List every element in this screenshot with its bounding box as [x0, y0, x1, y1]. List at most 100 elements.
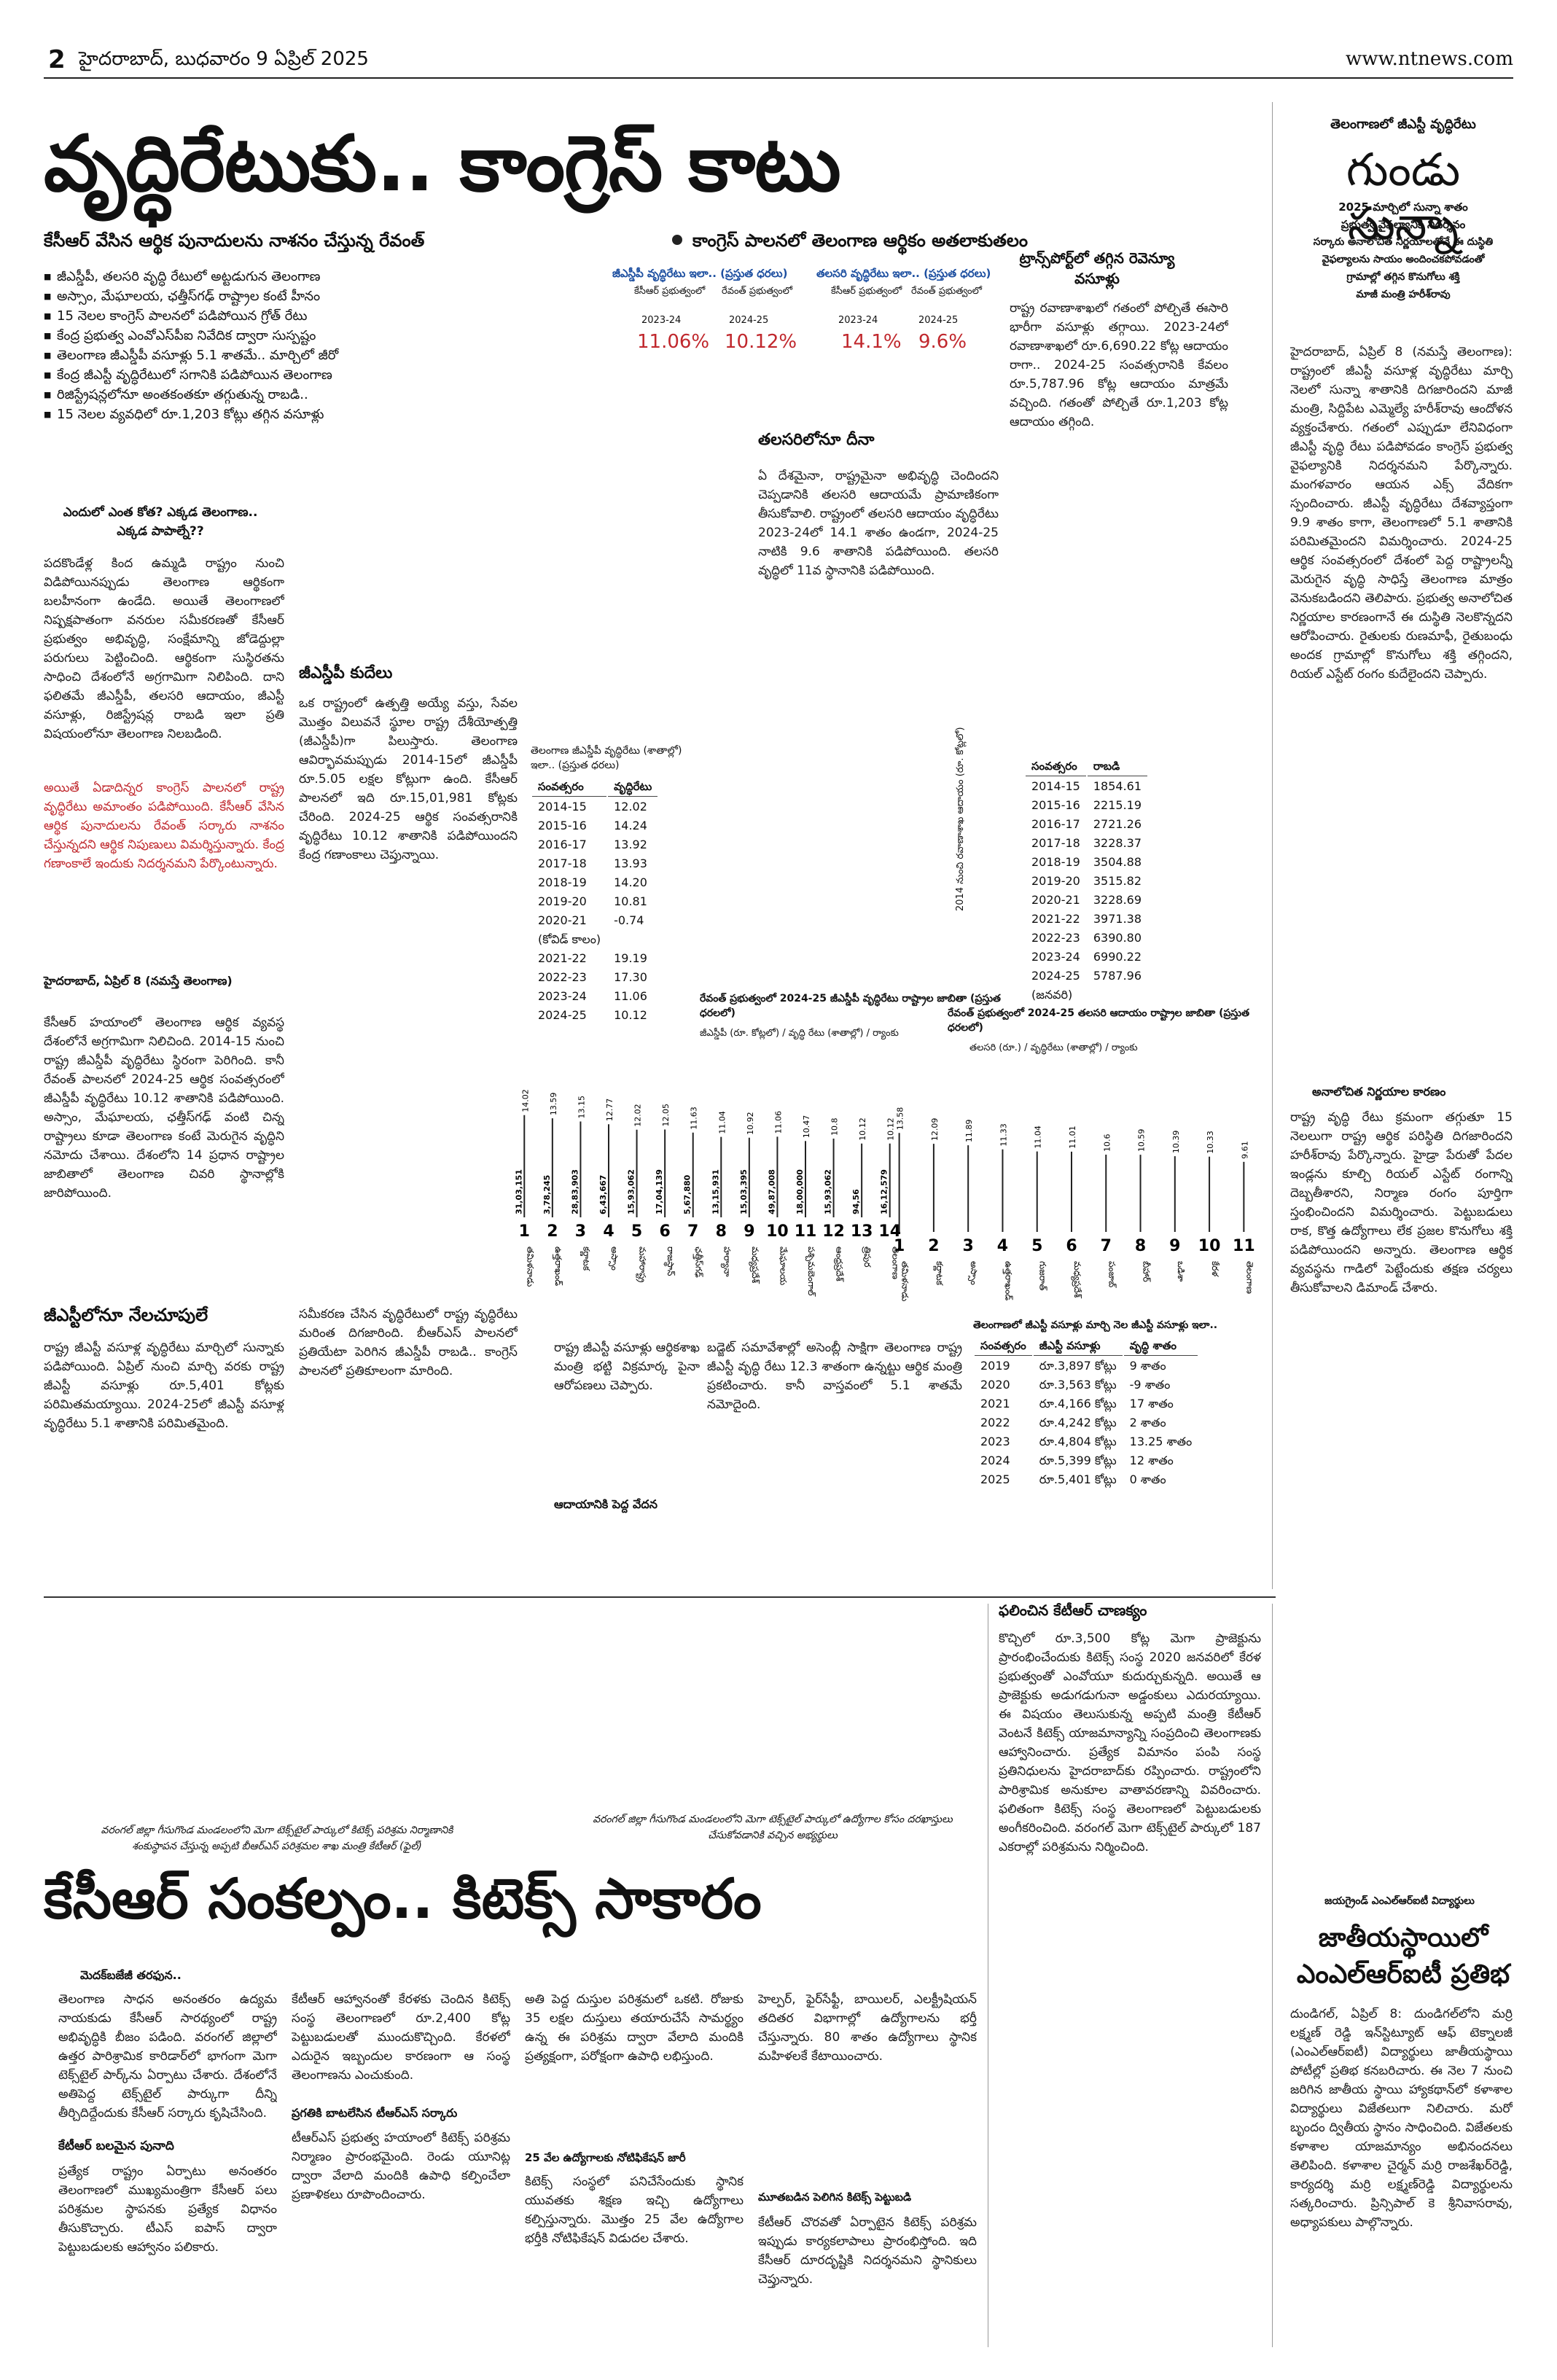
bullet-item: కేంద్ర ప్రభుత్వ ఎంవోఎస్‌పీఐ నివేదిక ద్వా… [44, 326, 554, 346]
chart-category-label: ఆంధ్రప్రదేశ్ [834, 1246, 845, 1282]
gsdp-chart-legend: జీఎస్డీపీ (రూ. కోట్లలో) / వృద్ధి రేటు (శ… [700, 1028, 899, 1039]
table-cell: 3504.88 [1093, 855, 1142, 869]
gst-table: సంవత్సరం జీఎస్టీ వసూళ్లు వృద్ధి శాతం 201… [973, 1338, 1199, 1490]
chart-rank-label: 8 [716, 1222, 727, 1241]
chart-data-label: 11.04 [717, 1111, 727, 1134]
table-cell: 5787.96 [1093, 969, 1142, 983]
chart-data-label: 10.33 [1206, 1131, 1215, 1154]
table-row: 2016-17 13.92 [532, 836, 657, 854]
website[interactable]: www.ntnews.com [1345, 48, 1513, 70]
lead-subhead-right: కాంగ్రెస్ పాలనలో తెలంగాణ ఆర్థికం అతలాకుత… [692, 230, 1028, 251]
chart-data-label: 13.58 [896, 1107, 905, 1131]
chart-gsdp-label: 6,43,667 [598, 1175, 608, 1214]
table-cell: 2023 [980, 1435, 1010, 1448]
table-cell: 12 శాతం [1129, 1454, 1174, 1467]
chart-category-label: అస్సాం [967, 1261, 979, 1285]
stat-col-label: కేసీఆర్ ప్రభుత్వంలో [634, 286, 706, 297]
chart-category-label: బీహార్ [1142, 1261, 1152, 1282]
chart-rank-label: 2 [928, 1237, 939, 1255]
chart-gsdp-label: 13,15,931 [711, 1169, 720, 1214]
table-cell: రూ.5,399 కోట్లు [1039, 1454, 1117, 1467]
chart-rank-label: 2 [547, 1222, 558, 1241]
gst-head: జీఎస్టీలోనూ నేలచూపులే [44, 1305, 208, 1325]
chart-gsdp-label: 49,87,008 [767, 1169, 776, 1214]
chart-rank-label: 5 [631, 1222, 642, 1241]
kitex-headline: కేసీఆర్ సంకల్పం.. కిటెక్స్ సాకారం [44, 1866, 762, 1931]
table-cell: 2020 [980, 1378, 1010, 1392]
deck-line: సర్కారు అనాలోచిత నిర్ణయాలతోనే ఈ దుస్థితి [1313, 236, 1494, 248]
chart-rank-label: 9 [744, 1222, 754, 1241]
nominal-body: సమీకరణ చేసిన వృద్ధిరేటులో రాష్ట్ర వృద్ధి… [299, 1307, 518, 1378]
table-cell: 2022-23 [1031, 931, 1080, 945]
kitex-col2: కేటీఆర్ ఆహ్వానంతో కేరళకు చెందిన కిటెక్స్… [292, 1992, 510, 2083]
table-cell: 19.19 [614, 951, 647, 965]
kitex-col4b: కేటీఆర్ చొరవతో ఏర్పాటైన కిటెక్స్ పరిశ్రమ… [758, 2215, 977, 2287]
chart-data-label: 10.12 [886, 1117, 896, 1141]
bullet-item: జీఎస్డీపీ, తలసరి వృద్ధి రేటులో అట్టడుగున… [44, 267, 554, 286]
lead-subhead-left: కేసీఆర్ వేసిన ఆర్థిక పునాదులను నాశనం చేస… [44, 230, 425, 251]
table-cell: 1854.61 [1093, 779, 1142, 793]
table-cell: 2016-17 [538, 838, 587, 851]
chart-category-label: గుజరాత్ [1038, 1261, 1048, 1291]
nit-kicker: జయగ్రైండ్ ఎంఎల్‌ఆర్ఐటీ విద్యార్థులు [1324, 1895, 1475, 1907]
stat-year: 2024-25 [918, 315, 959, 326]
chart-gsdp-label: 15,93,062 [824, 1169, 833, 1214]
kitex-dateline: మెదక్‌బజేజీ తరఫున.. [80, 1968, 182, 1982]
table-cell: 2021-22 [1031, 912, 1080, 926]
chart-rank-label: 1 [894, 1237, 905, 1255]
table-cell: 3515.82 [1093, 874, 1142, 888]
deck-line: ప్రభుత్వ వైఫల్యానికి నిదర్శనం [1341, 218, 1466, 231]
table-cell: 17 శాతం [1129, 1397, 1174, 1411]
table-cell: -9 శాతం [1129, 1378, 1171, 1392]
chart-gsdp-label: 18,00,000 [795, 1169, 805, 1214]
chart-rank-label: 10 [1198, 1237, 1221, 1255]
table-header: సంవత్సరం [975, 1339, 1032, 1356]
table-cell: 2020-21 [1031, 893, 1080, 907]
tail-body: బడ్జెట్ సమావేశాల్లో అసెంబ్లీ సాక్షిగా తె… [707, 1341, 962, 1412]
header-rule [44, 77, 1513, 79]
table-cell: 2024-25 [1031, 969, 1080, 983]
table-row: 2024-25 5787.96 [1026, 967, 1147, 985]
sidebar-subbody: రాష్ట్ర వృద్ధి రేటు క్రమంగా తగ్గుతూ 15 న… [1290, 1110, 1513, 1295]
percap-stat-title: తలసరి వృద్ధిరేటు ఇలా.. (ప్రస్తుత ధరలు) [816, 267, 991, 280]
table-cell: 12.02 [614, 800, 647, 814]
sidebar-kicker: తెలంగాణలో జీఎస్టీ వృద్ధిరేటు [1330, 117, 1476, 132]
table-cell: 13.93 [614, 857, 647, 870]
table-header: జీఎస్టీ వసూళ్లు [1033, 1339, 1123, 1356]
page-number: 2 [48, 45, 66, 74]
table-cell: 2215.19 [1093, 798, 1142, 812]
table-cell: 2022-23 [538, 970, 587, 984]
kudelu-head: జీఎస్డీపీ కుదేలు [299, 664, 393, 682]
chart-category-label: తెలంగాణ [891, 1246, 901, 1279]
chart-category-label: పంజాబ్ [1107, 1261, 1117, 1288]
gst-table-box: తెలంగాణలో జీఎస్టీ వసూళ్లు మార్చి నెల జీఎ… [973, 1319, 1279, 1490]
gsdp-stat-title: జీఎస్డీపీ వృద్ధిరేటు ఇలా.. (ప్రస్తుత ధరల… [612, 267, 788, 280]
kitex-col1b: ప్రత్యేక రాష్ట్రం ఏర్పాటు అనంతరం తెలంగాణ… [58, 2164, 277, 2255]
stat-col-label: కేసీఆర్ ప్రభుత్వంలో [831, 286, 902, 297]
percap-head: తలసరిలోనూ దీనా [758, 431, 875, 449]
table-cell: 2021-22 [538, 951, 587, 965]
deck-line: వైఫల్యాలను సాయం అందించకపోవడంతో [1322, 254, 1485, 265]
chart-category-label: త్రిపుర [862, 1246, 873, 1268]
kitex-col4: హెల్పర్, ఫైర్‌సేఫ్టీ, బాయిలర్, ఎలక్ట్రీష… [758, 1992, 977, 2064]
table-header: సంవత్సరం [1026, 760, 1086, 776]
table-row: 2020-21-0.74 [532, 912, 657, 929]
chart-rank-label: 7 [1101, 1237, 1112, 1255]
bullet-item: 15 నెలల వ్యవధిలో రూ.1,203 కోట్లు తగ్గిన … [44, 405, 554, 424]
table-cell: 13.92 [614, 838, 647, 851]
chart-gsdp-label: 28,83,903 [570, 1169, 580, 1214]
table-cell: 2015-16 [1031, 798, 1080, 812]
kitex-col3b: కిటెక్స్ సంస్థలో పనిచేసేందుకు స్థానిక యు… [525, 2174, 744, 2246]
